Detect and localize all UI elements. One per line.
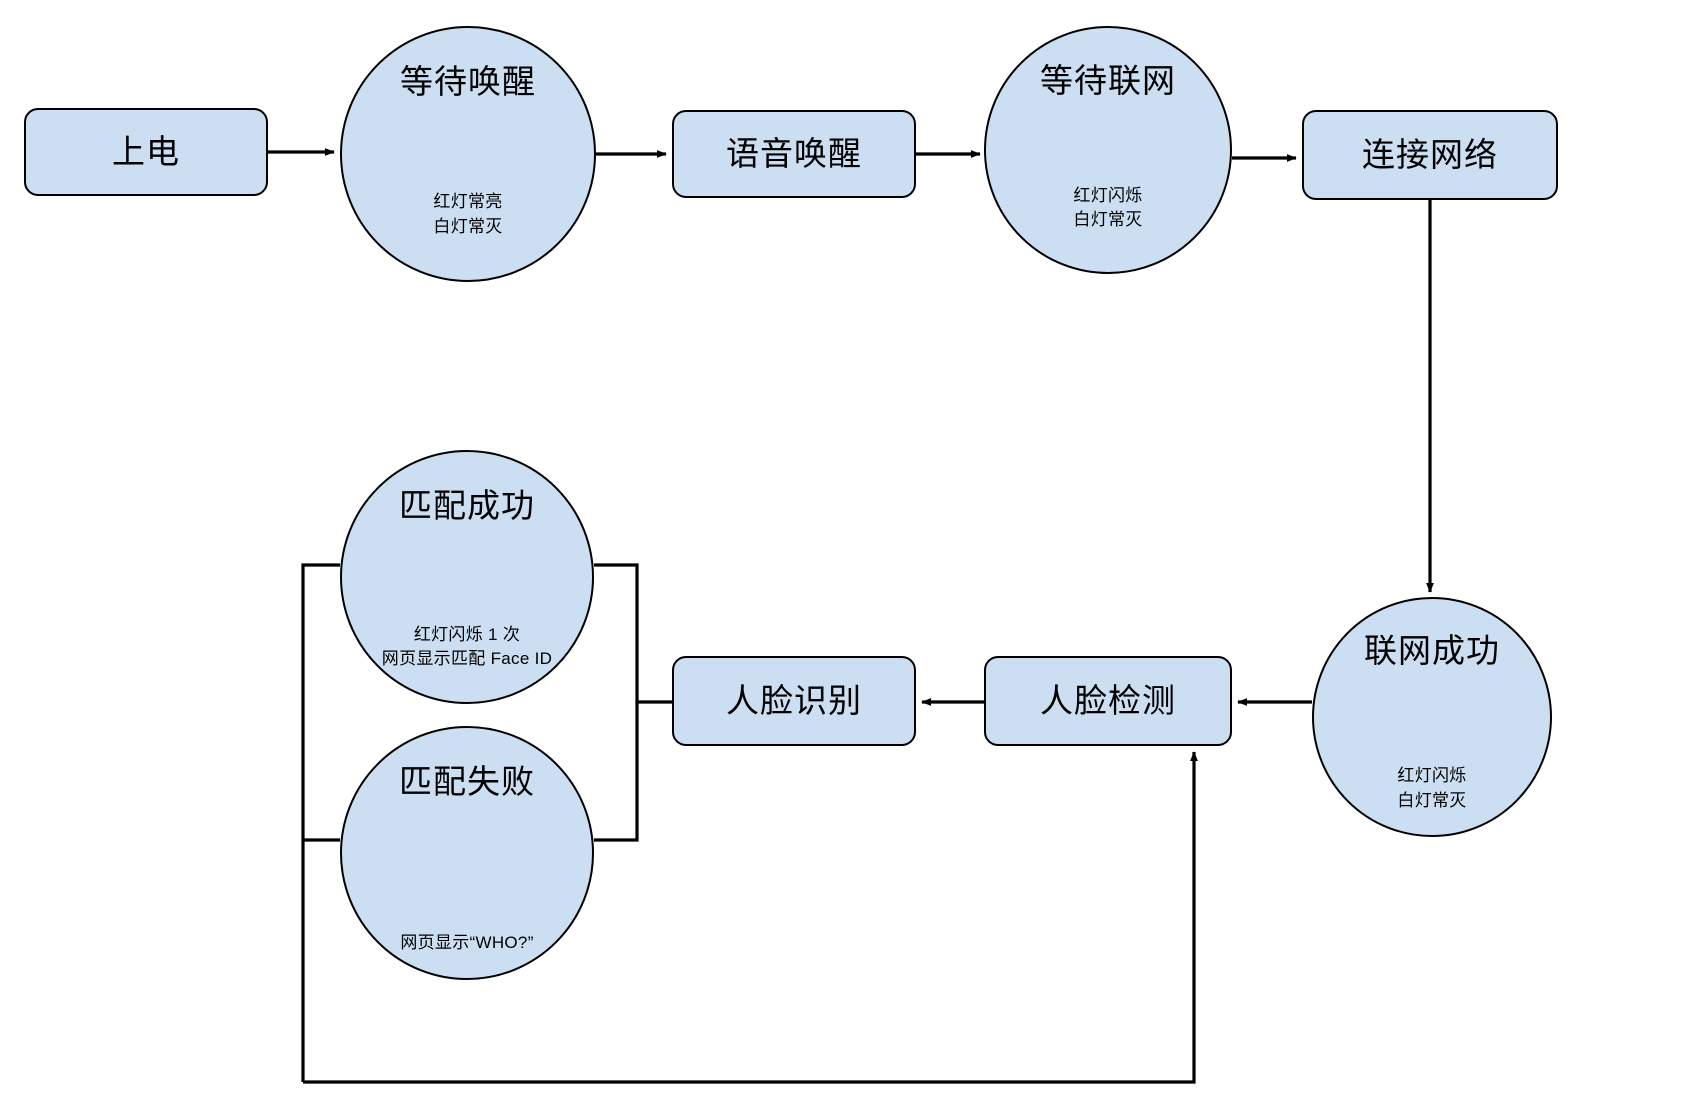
node-match-fail[interactable]: 匹配失败 网页显示“WHO?” (340, 726, 594, 980)
node-face-detect-title: 人脸检测 (1040, 682, 1176, 720)
node-face-recognize[interactable]: 人脸识别 (672, 656, 916, 746)
edge-match-left-bracket-top (301, 563, 340, 1082)
node-wait-network[interactable]: 等待联网 红灯闪烁 白灯常灭 (984, 26, 1232, 274)
node-network-success-sub: 红灯闪烁 白灯常灭 (1397, 766, 1467, 811)
node-network-success-title: 联网成功 (1364, 632, 1500, 670)
node-wait-network-title: 等待联网 (1040, 62, 1176, 100)
edge-face-recognize-split (594, 563, 672, 704)
node-voice-wake[interactable]: 语音唤醒 (672, 110, 916, 198)
node-wait-network-sub: 红灯闪烁 白灯常灭 (1073, 185, 1143, 230)
node-connect-network-title: 连接网络 (1362, 136, 1498, 174)
node-face-recognize-title: 人脸识别 (726, 682, 862, 720)
node-face-detect[interactable]: 人脸检测 (984, 656, 1232, 746)
edge-face-recognize-to-match-fail (594, 702, 639, 842)
node-voice-wake-title: 语音唤醒 (726, 135, 862, 173)
node-connect-network[interactable]: 连接网络 (1302, 110, 1558, 200)
node-match-success-title: 匹配成功 (399, 487, 535, 524)
node-wait-wake-sub: 红灯常亮 白灯常灭 (433, 192, 503, 237)
node-match-fail-title: 匹配失败 (399, 763, 535, 800)
node-power-on-title: 上电 (112, 133, 180, 171)
node-wait-wake-title: 等待唤醒 (400, 63, 536, 101)
node-power-on[interactable]: 上电 (24, 108, 268, 196)
node-match-success-sub: 红灯闪烁 1 次 网页显示匹配 Face ID (381, 624, 553, 669)
node-network-success[interactable]: 联网成功 红灯闪烁 白灯常灭 (1312, 597, 1552, 837)
node-match-success[interactable]: 匹配成功 红灯闪烁 1 次 网页显示匹配 Face ID (340, 450, 594, 704)
node-wait-wake[interactable]: 等待唤醒 红灯常亮 白灯常灭 (340, 26, 596, 282)
node-match-fail-sub: 网页显示“WHO?” (400, 932, 534, 952)
